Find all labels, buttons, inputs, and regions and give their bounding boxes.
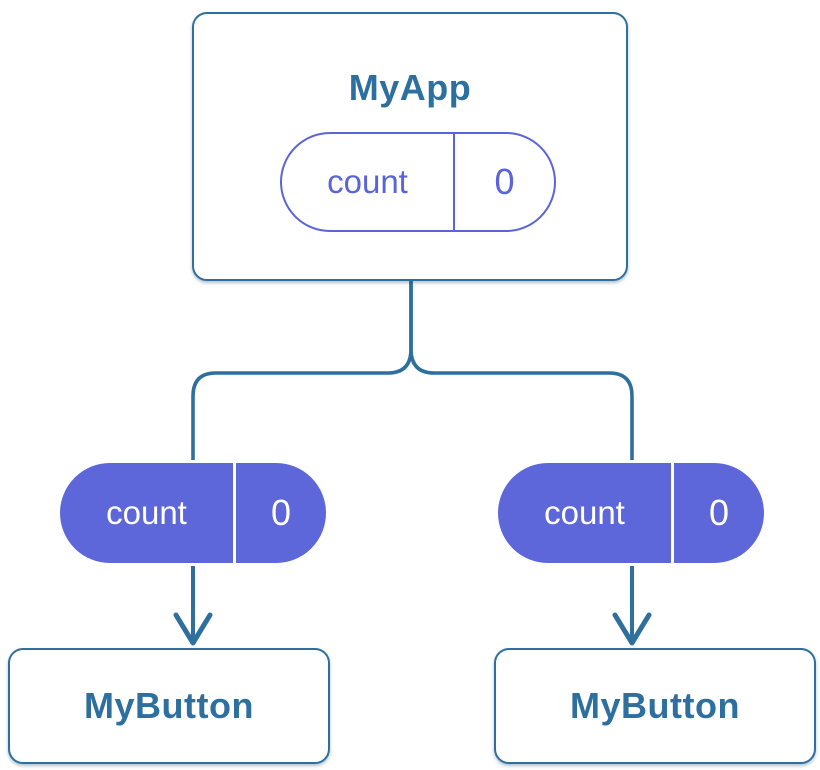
node-myapp: MyApp count 0 xyxy=(192,12,628,281)
prop-pill-right-name: count xyxy=(544,494,625,531)
state-pill-myapp-name: count xyxy=(327,163,408,200)
arrow-down-left-icon xyxy=(173,561,213,646)
prop-pill-left: count 0 xyxy=(57,460,329,566)
node-mybutton-left: MyButton xyxy=(8,648,330,764)
prop-pill-left-value: 0 xyxy=(233,463,326,563)
prop-pill-left-name: count xyxy=(106,494,187,531)
node-mybutton-right: MyButton xyxy=(494,648,816,764)
node-mybutton-right-label: MyButton xyxy=(570,685,740,726)
node-mybutton-left-label: MyButton xyxy=(84,685,254,726)
fork-left-connector xyxy=(191,281,413,463)
node-myapp-label: MyApp xyxy=(348,67,472,108)
state-pill-myapp: count 0 xyxy=(280,132,556,232)
arrow-down-right-icon xyxy=(612,561,652,646)
state-pill-myapp-value: 0 xyxy=(453,134,554,230)
prop-pill-right: count 0 xyxy=(495,460,767,566)
fork-right-connector xyxy=(409,281,634,463)
prop-pill-right-value: 0 xyxy=(671,463,764,563)
